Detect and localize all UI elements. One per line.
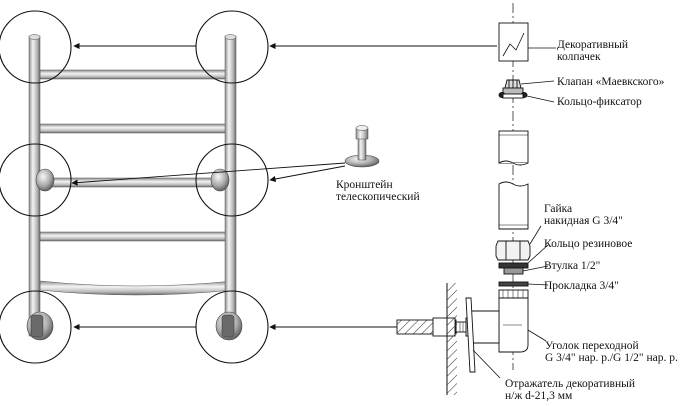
label-sleeve: Втулка 1/2" bbox=[544, 260, 601, 272]
leader-sleeve bbox=[522, 265, 549, 272]
label-reflector-line-1: Отражатель декоративный bbox=[505, 378, 635, 390]
label-cap-line-2: колпачек bbox=[557, 51, 601, 63]
union-nut-part bbox=[495, 240, 531, 261]
label-gasket: Прокладка 3/4" bbox=[544, 280, 619, 292]
rung-1 bbox=[39, 69, 234, 80]
leader-elbow bbox=[527, 329, 547, 342]
leader-nut bbox=[529, 225, 542, 245]
wall-section bbox=[446, 283, 457, 395]
decorative-cap-part bbox=[498, 22, 529, 62]
label-nut-line-1: Гайка bbox=[544, 203, 573, 215]
arrow-bracket-left bbox=[71, 162, 346, 186]
label-bracket: Кронштейн телескопический bbox=[336, 179, 420, 203]
label-bracket-line-1: Кронштейн bbox=[336, 179, 393, 191]
rung-3 bbox=[39, 177, 234, 188]
label-bracket-line-2: телескопический bbox=[336, 191, 420, 203]
label-lock-ring: Кольцо-фиксатор bbox=[557, 96, 642, 108]
telescopic-bracket-icon bbox=[344, 125, 380, 168]
left-bracket-mount bbox=[35, 168, 55, 192]
left-bottom-nut bbox=[30, 314, 44, 338]
left-top-cap bbox=[28, 34, 41, 40]
label-reflector: Отражатель декоративный н/ж d-21,3 мм bbox=[505, 378, 635, 402]
detail-circle-mid-left bbox=[0, 143, 72, 217]
exploded-assembly bbox=[396, 3, 556, 395]
label-rubber-ring: Кольцо резиновое bbox=[544, 238, 633, 250]
rung-5 bbox=[39, 280, 234, 296]
leader-lock-ring bbox=[526, 95, 555, 103]
label-elbow: Уголок переходной G 3/4" нар. р./G 1/2" … bbox=[545, 340, 678, 364]
gasket-part bbox=[498, 281, 529, 287]
tube-section-2 bbox=[498, 181, 529, 230]
label-nut: Гайка накидная G 3/4" bbox=[544, 203, 623, 227]
rung-4 bbox=[39, 231, 234, 242]
detail-circle-top-left bbox=[0, 10, 72, 84]
detail-circle-bottom-left bbox=[0, 290, 72, 364]
right-top-cap bbox=[224, 34, 237, 40]
leader-reflector bbox=[472, 349, 501, 379]
maevsky-valve-part bbox=[498, 79, 528, 99]
elbow-part bbox=[455, 289, 529, 353]
label-cap-line-1: Декоративный bbox=[557, 39, 629, 51]
label-elbow-line-2: G 3/4" нар. р./G 1/2" нар. р. bbox=[545, 352, 678, 364]
leader-valve bbox=[520, 80, 555, 85]
rung-2 bbox=[39, 123, 234, 134]
tube-section-1 bbox=[498, 130, 529, 166]
arrow-bracket-right bbox=[269, 165, 346, 183]
right-bottom-nut bbox=[221, 314, 235, 338]
decorative-reflector-part bbox=[465, 297, 476, 373]
leader-gasket bbox=[527, 283, 549, 286]
detail-circle-top-right bbox=[195, 10, 269, 84]
label-valve: Клапан «Маевкского» bbox=[557, 76, 665, 88]
label-cap: Декоративный колпачек bbox=[557, 39, 628, 63]
label-elbow-line-1: Уголок переходной bbox=[545, 340, 639, 352]
label-nut-line-2: накидная G 3/4" bbox=[544, 215, 623, 227]
right-bracket-mount bbox=[210, 168, 230, 192]
rubber-ring-part bbox=[498, 262, 529, 269]
sleeve-part bbox=[503, 267, 524, 275]
towel-rail bbox=[26, 34, 243, 341]
leader-rubber-ring bbox=[527, 244, 549, 264]
label-reflector-line-2: н/ж d-21,3 мм bbox=[505, 390, 573, 402]
detail-circle-mid-right bbox=[195, 143, 269, 217]
